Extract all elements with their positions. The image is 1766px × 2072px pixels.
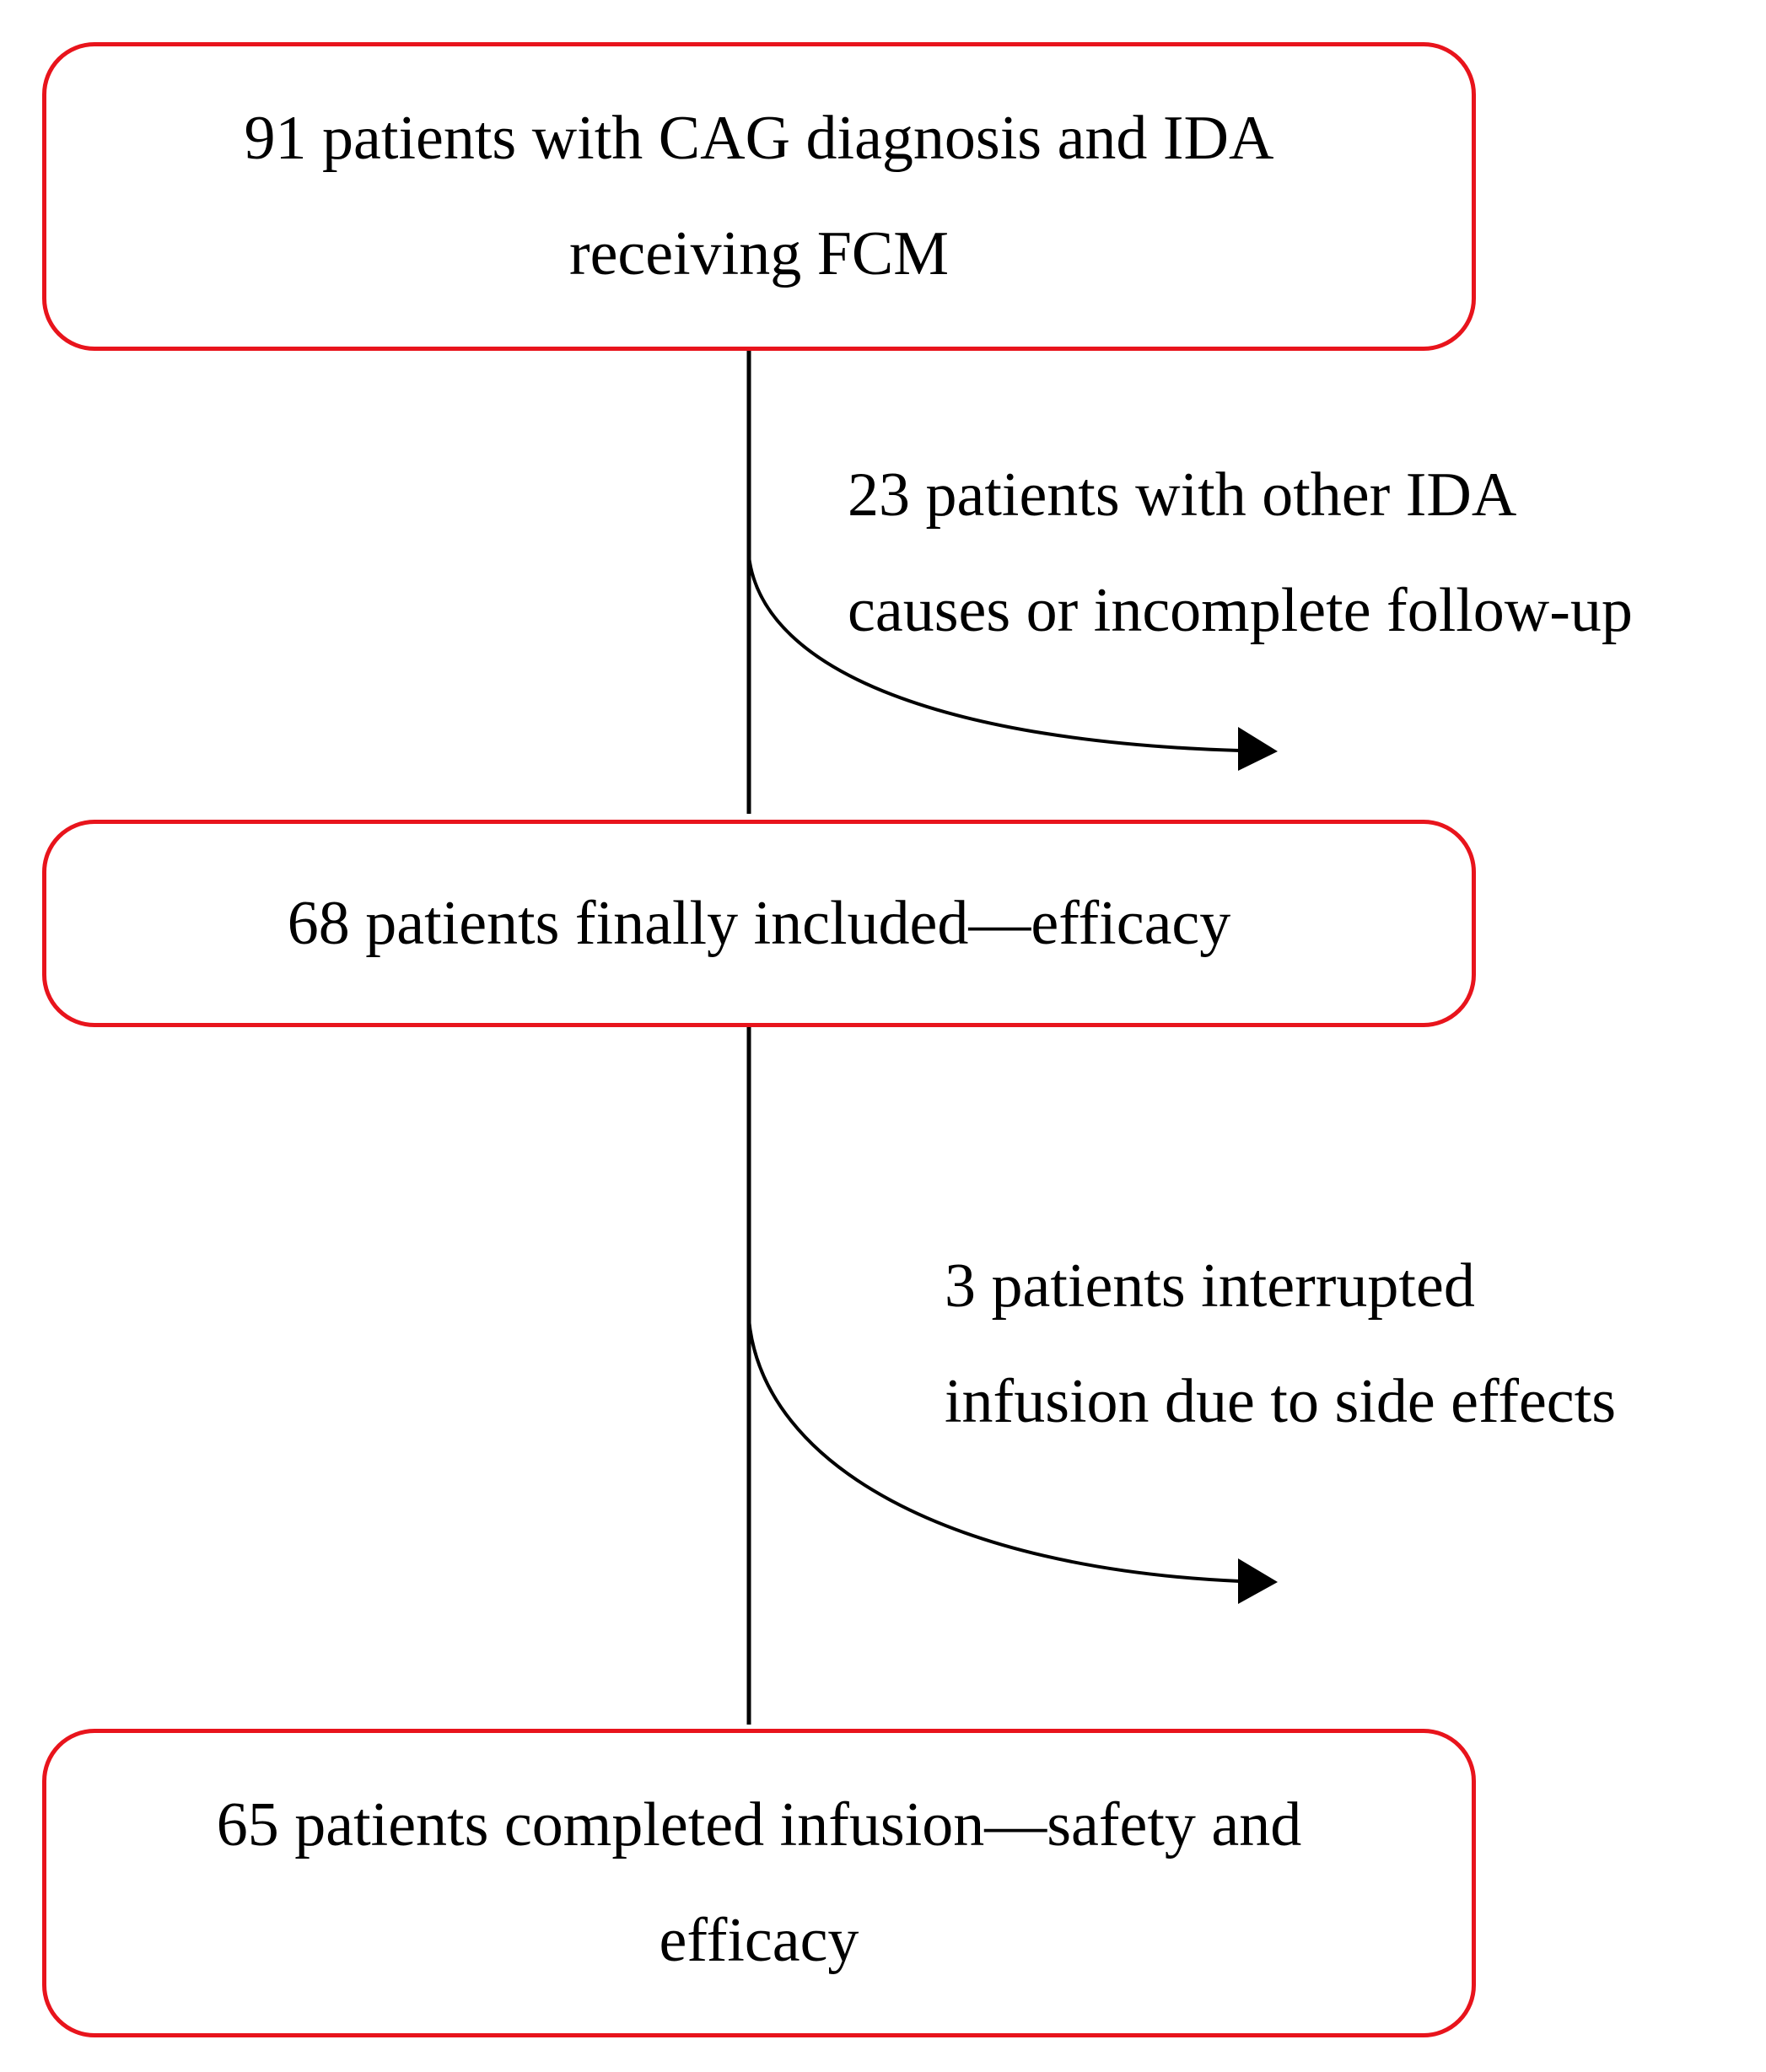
exclusion-curve-2: [747, 1319, 1241, 1583]
flow-box-included-text: 68 patients finally included—efficacy: [287, 888, 1231, 958]
flow-box-initial-cohort-text: 91 patients with CAG diagnosis and IDA r…: [244, 104, 1274, 288]
flow-box-initial-cohort: 91 patients with CAG diagnosis and IDA r…: [42, 42, 1476, 351]
exclusion-label-other-causes: 23 patients with other IDA causes or inc…: [848, 460, 1633, 645]
arrowhead-2: [1238, 1558, 1278, 1604]
arrowhead-1: [1238, 727, 1278, 771]
exclusion-curve-1: [747, 556, 1241, 752]
flow-box-included: 68 patients finally included—efficacy: [42, 820, 1476, 1027]
flow-box-completed-text: 65 patients completed infusion—safety an…: [216, 1790, 1302, 1975]
flow-box-completed: 65 patients completed infusion—safety an…: [42, 1729, 1476, 2037]
exclusion-label-side-effects: 3 patients interrupted infusion due to s…: [945, 1251, 1617, 1436]
